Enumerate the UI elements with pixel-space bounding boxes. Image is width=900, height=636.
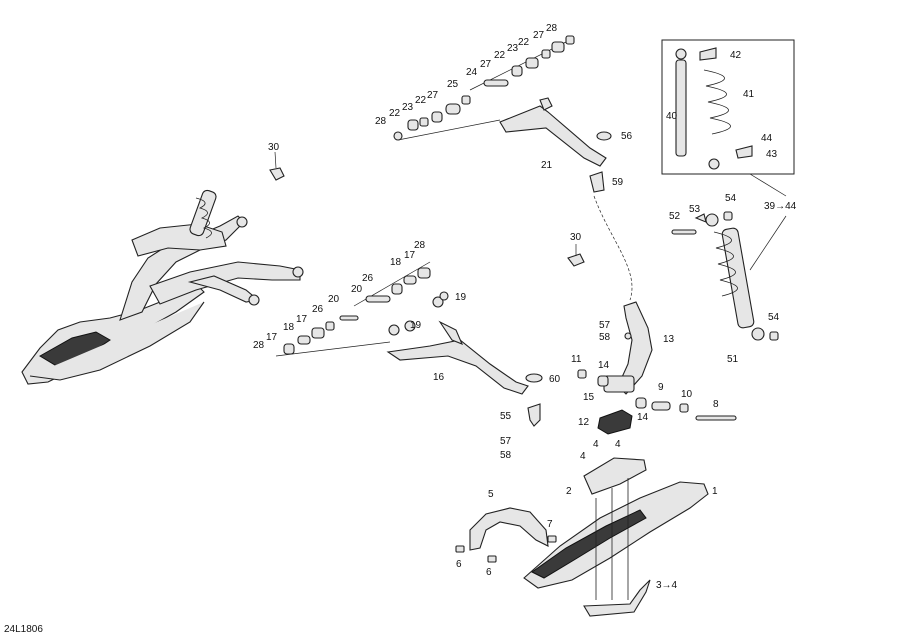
- svg-text:15: 15: [583, 392, 595, 403]
- svg-text:16: 16: [433, 372, 445, 383]
- bolt-6-left: [455, 545, 465, 553]
- svg-text:27: 27: [427, 90, 439, 101]
- diagram-reference-code: 24L1806: [4, 624, 43, 635]
- svg-text:20: 20: [351, 284, 363, 295]
- svg-text:3→4: 3→4: [656, 580, 678, 591]
- ski-1: [523, 457, 709, 617]
- callout-labels: 1 2 3→4 4 4 4 5 6 6 7 8 9 10 11 12 13 14…: [253, 23, 797, 591]
- svg-text:14: 14: [598, 360, 610, 371]
- shock-inset-box: [661, 39, 795, 197]
- svg-text:51: 51: [727, 354, 739, 365]
- svg-text:22: 22: [518, 37, 530, 48]
- svg-text:57: 57: [599, 320, 611, 331]
- svg-text:22: 22: [494, 50, 506, 61]
- svg-text:23: 23: [402, 102, 414, 113]
- svg-text:1: 1: [712, 486, 718, 497]
- svg-text:4: 4: [593, 439, 599, 450]
- svg-text:13: 13: [663, 334, 675, 345]
- bolt-6-right: [487, 555, 497, 563]
- svg-text:55: 55: [500, 411, 512, 422]
- svg-text:54: 54: [768, 312, 780, 323]
- svg-text:19: 19: [455, 292, 467, 303]
- svg-text:57: 57: [500, 436, 512, 447]
- svg-text:58: 58: [500, 450, 512, 461]
- svg-text:22: 22: [415, 95, 427, 106]
- svg-text:2: 2: [566, 486, 572, 497]
- svg-text:18: 18: [390, 257, 402, 268]
- assembled-ski-suspension: [21, 189, 304, 385]
- spindle-13: [603, 301, 653, 395]
- svg-text:18: 18: [283, 322, 295, 333]
- dashed-link: [593, 195, 633, 301]
- svg-text:52: 52: [669, 211, 681, 222]
- svg-text:22: 22: [389, 108, 401, 119]
- svg-text:27: 27: [533, 30, 545, 41]
- svg-text:20: 20: [328, 294, 340, 305]
- svg-text:30: 30: [268, 142, 280, 153]
- svg-text:54: 54: [725, 193, 737, 204]
- pad-12: [597, 409, 633, 435]
- svg-text:58: 58: [599, 332, 611, 343]
- svg-text:43: 43: [766, 149, 778, 160]
- svg-text:14: 14: [637, 412, 649, 423]
- shock-assembly: [671, 211, 787, 341]
- svg-text:8: 8: [713, 399, 719, 410]
- svg-text:19: 19: [410, 320, 422, 331]
- svg-text:28: 28: [546, 23, 558, 34]
- svg-text:10: 10: [681, 389, 693, 400]
- svg-text:24: 24: [466, 67, 478, 78]
- svg-text:30: 30: [570, 232, 582, 243]
- svg-text:25: 25: [447, 79, 459, 90]
- svg-text:6: 6: [486, 567, 492, 578]
- svg-text:42: 42: [730, 50, 742, 61]
- svg-text:28: 28: [375, 116, 387, 127]
- svg-text:23: 23: [507, 43, 519, 54]
- clip-30-mid: [567, 244, 585, 267]
- svg-text:17: 17: [266, 332, 278, 343]
- svg-text:44: 44: [761, 133, 773, 144]
- lower-a-arm-group: [275, 261, 543, 427]
- svg-text:40: 40: [666, 111, 678, 122]
- svg-text:28: 28: [253, 340, 265, 351]
- upper-a-arm-group: [393, 35, 612, 193]
- svg-text:12: 12: [578, 417, 590, 428]
- svg-text:9: 9: [658, 382, 664, 393]
- svg-text:6: 6: [456, 559, 462, 570]
- clip-30-top: [269, 151, 285, 181]
- ski-handle-5: [469, 507, 549, 551]
- svg-text:53: 53: [689, 204, 701, 215]
- svg-text:17: 17: [404, 250, 416, 261]
- svg-text:60: 60: [549, 374, 561, 385]
- svg-text:4: 4: [580, 451, 586, 462]
- svg-text:4: 4: [615, 439, 621, 450]
- svg-text:56: 56: [621, 131, 633, 142]
- svg-text:27: 27: [480, 59, 492, 70]
- ski-bolt-group: [577, 369, 737, 421]
- svg-text:17: 17: [296, 314, 308, 325]
- bolt-7: [547, 535, 557, 543]
- svg-text:21: 21: [541, 160, 553, 171]
- svg-text:26: 26: [312, 304, 324, 315]
- svg-text:5: 5: [488, 489, 494, 500]
- svg-text:26: 26: [362, 273, 374, 284]
- svg-text:59: 59: [612, 177, 624, 188]
- svg-text:11: 11: [571, 354, 582, 365]
- svg-text:41: 41: [743, 89, 755, 100]
- svg-text:7: 7: [547, 519, 553, 530]
- svg-text:28: 28: [414, 240, 426, 251]
- svg-text:39→44: 39→44: [764, 201, 797, 212]
